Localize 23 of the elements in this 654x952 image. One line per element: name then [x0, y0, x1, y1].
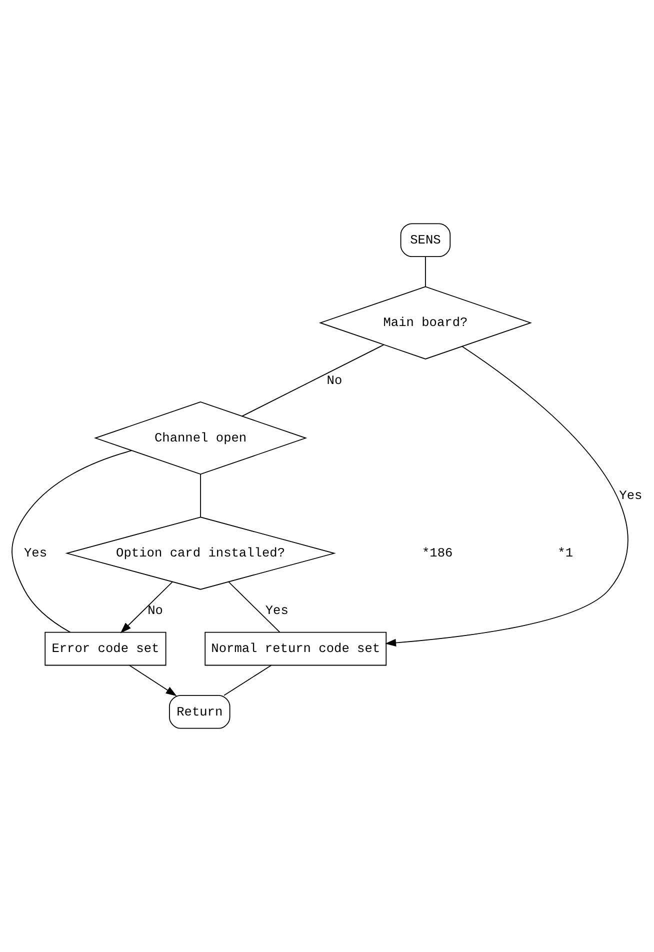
- node-diamond: Option card installed?: [65, 516, 336, 590]
- connector: [228, 582, 280, 633]
- connector: [200, 474, 201, 518]
- arrow: [120, 582, 173, 634]
- connector: [242, 344, 384, 417]
- node-diamond: Main board?: [318, 286, 532, 360]
- node-box: Error code set: [44, 632, 166, 666]
- connector: [12, 450, 132, 633]
- node-box: Normal return code set: [204, 632, 387, 666]
- connector: [224, 664, 272, 696]
- label: *1: [558, 546, 574, 561]
- edge-label: Yes: [24, 546, 48, 561]
- edge-label: No: [326, 372, 342, 388]
- node-diamond: Channel open: [94, 401, 308, 475]
- arrow: [129, 664, 177, 696]
- label: *186: [422, 546, 453, 561]
- arrow: [385, 346, 628, 647]
- connector: [425, 256, 426, 288]
- edge-label: No: [148, 603, 163, 618]
- node-box: SENS: [400, 223, 451, 258]
- edge-label: Yes: [265, 603, 288, 618]
- edge-label: Yes: [619, 488, 642, 504]
- node-box: Return: [169, 694, 230, 729]
